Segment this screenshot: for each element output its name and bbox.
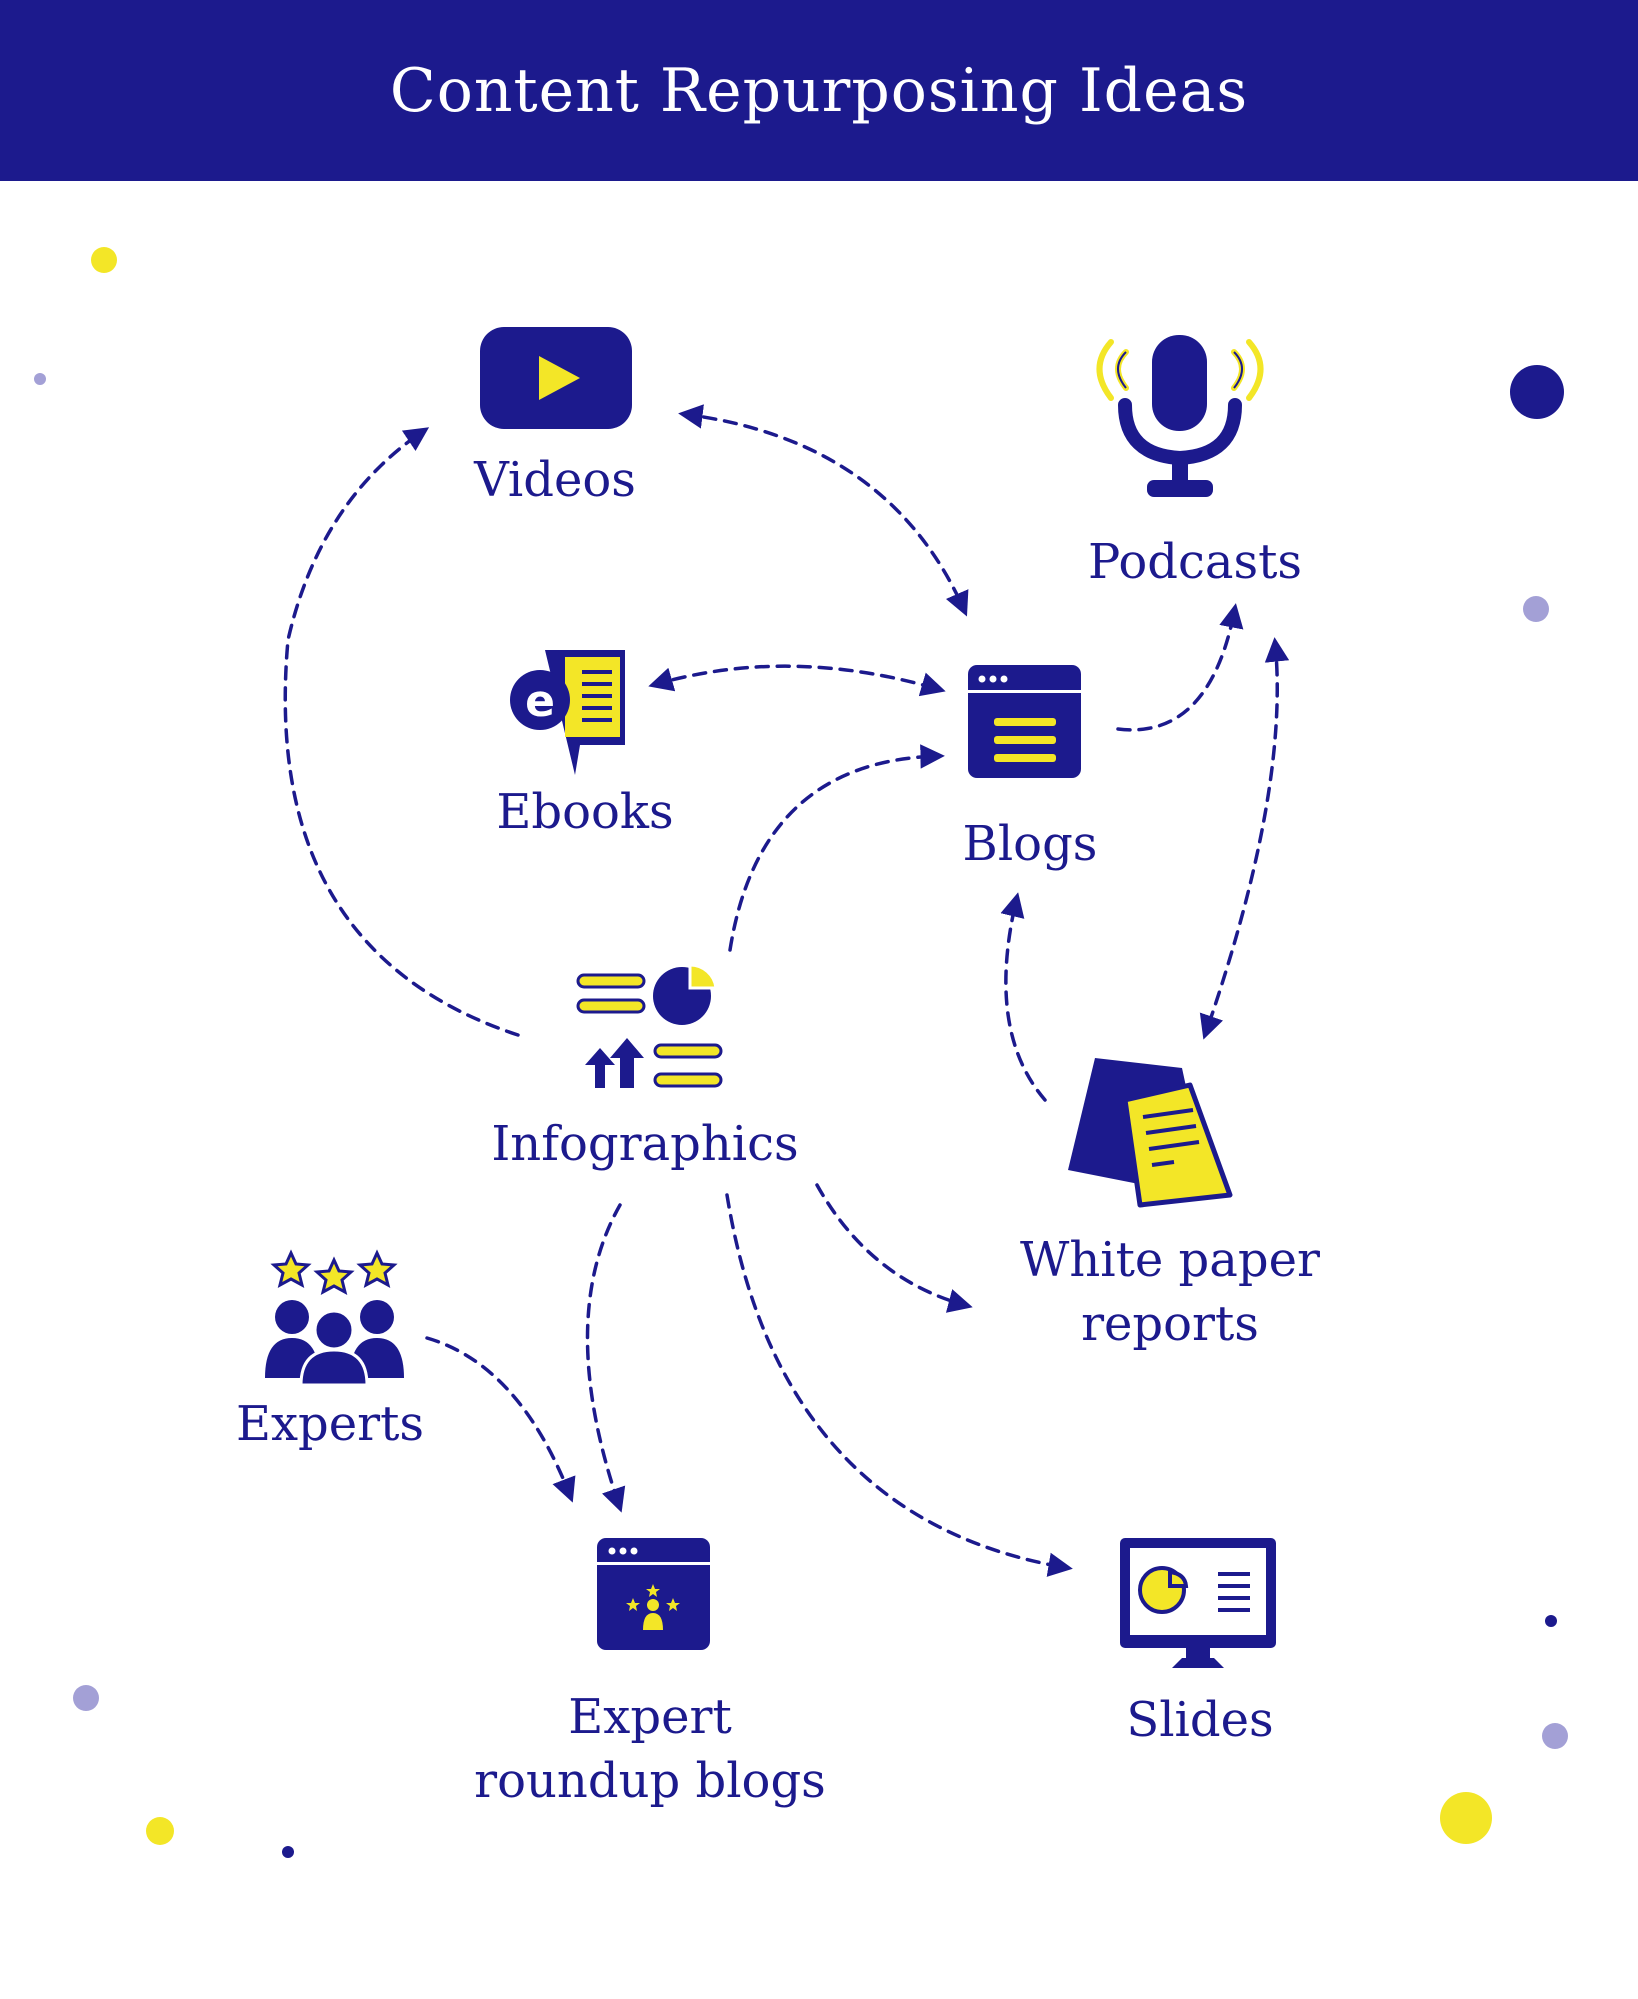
- node-label-expert-roundup-line2: roundup blogs: [474, 1753, 826, 1809]
- decor-dot: [1510, 365, 1564, 419]
- connector-infographics-whitepaper: [815, 1183, 973, 1313]
- node-label-white-paper-line1: White paper: [1020, 1232, 1320, 1288]
- connector-podcasts-whitepaper: [1199, 637, 1290, 1040]
- documents-icon: [1068, 1058, 1233, 1208]
- decor-dot: [146, 1817, 174, 1845]
- decor-dot: [73, 1685, 99, 1711]
- node-label-expert-roundup: Expert roundup blogs: [420, 1685, 880, 1813]
- decor-dot: [1440, 1792, 1492, 1844]
- ebook-icon: e: [510, 650, 625, 775]
- node-label-experts: Experts: [235, 1396, 425, 1452]
- node-label-ebooks: Ebooks: [496, 784, 674, 840]
- connector-infographics-roundup: [585, 1203, 626, 1513]
- node-label-blogs: Blogs: [962, 816, 1098, 872]
- connector-videos-blogs: [678, 404, 969, 617]
- connector-whitepaper-blogs: [1000, 892, 1047, 1102]
- header-banner: Content Repurposing Ideas: [0, 0, 1638, 181]
- connector-infographics-slides: [725, 1193, 1073, 1577]
- decorative-dots: [34, 247, 1568, 1858]
- decor-dot: [1523, 596, 1549, 622]
- node-label-slides: Slides: [1126, 1692, 1274, 1748]
- connector-experts-roundup: [425, 1336, 576, 1503]
- video-play-icon: [480, 327, 632, 429]
- decor-dot: [34, 373, 46, 385]
- node-label-expert-roundup-line1: Expert: [568, 1689, 732, 1745]
- expert-group-icon: [265, 1249, 404, 1387]
- presentation-monitor-icon: [1120, 1538, 1276, 1668]
- connector-infographics-videos: [283, 427, 520, 1037]
- node-label-podcasts: Podcasts: [1087, 534, 1303, 590]
- decor-dot: [1542, 1723, 1568, 1749]
- infographic-icon: [576, 963, 723, 1088]
- roundup-browser-icon: [597, 1538, 710, 1650]
- decor-dot: [91, 247, 117, 273]
- decor-dot: [282, 1846, 294, 1858]
- node-label-infographics: Infographics: [491, 1116, 799, 1172]
- decor-dot: [1545, 1615, 1557, 1627]
- browser-window-icon: [968, 665, 1081, 778]
- connector-infographics-blogs: [728, 744, 945, 952]
- page-title: Content Repurposing Ideas: [389, 55, 1249, 126]
- connector-ebooks-blogs: [648, 664, 946, 697]
- node-label-white-paper-line2: reports: [1081, 1296, 1259, 1352]
- microphone-icon: [1096, 335, 1264, 497]
- svg-text:e: e: [525, 676, 555, 727]
- node-label-videos: Videos: [474, 452, 636, 508]
- connector-blogs-podcasts: [1116, 603, 1244, 732]
- node-label-white-paper: White paper reports: [975, 1228, 1365, 1356]
